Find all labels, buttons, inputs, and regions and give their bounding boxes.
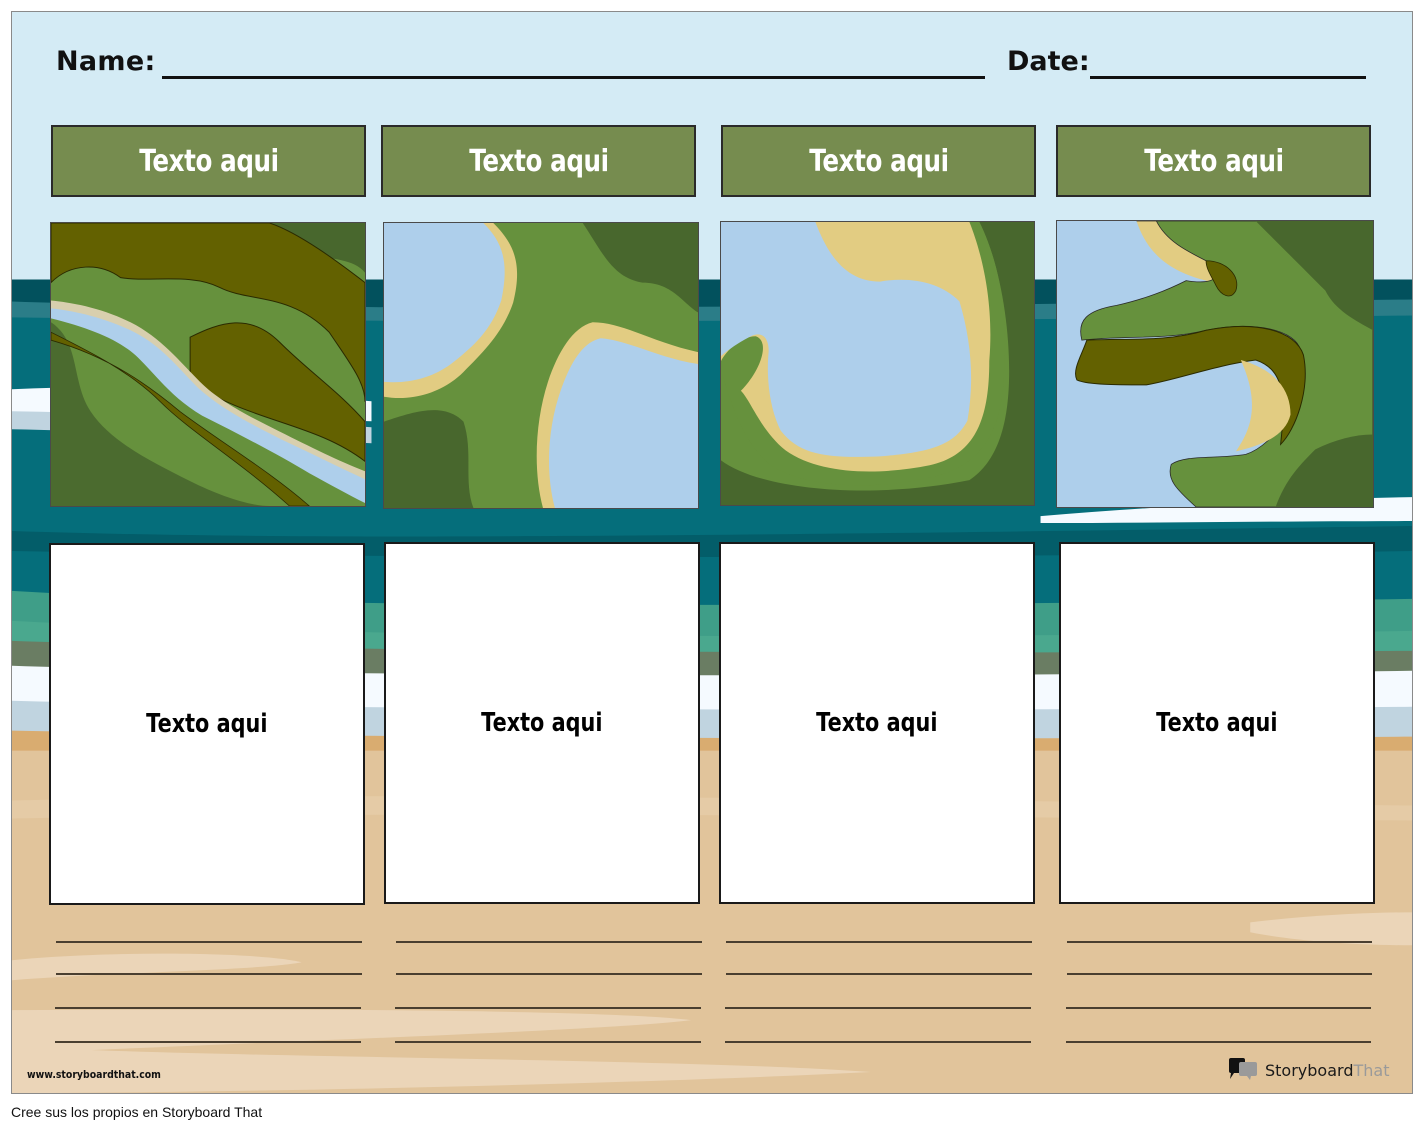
column-header-4[interactable]: Texto aqui <box>1056 125 1371 197</box>
date-label: Date: <box>1007 46 1090 77</box>
writing-line[interactable] <box>55 1041 361 1043</box>
column-header-2[interactable]: Texto aqui <box>381 125 696 197</box>
writing-line[interactable] <box>395 1007 701 1009</box>
writing-line[interactable] <box>56 973 362 975</box>
river-valley-image <box>50 222 366 507</box>
text-box-3[interactable]: Texto aqui <box>719 542 1035 904</box>
text-box-1[interactable]: Texto aqui <box>49 543 365 905</box>
column-header-1[interactable]: Texto aqui <box>51 125 366 197</box>
name-label: Name: <box>56 46 156 77</box>
writing-line[interactable] <box>396 973 702 975</box>
isthmus-image <box>383 222 699 509</box>
speech-bubbles-icon <box>1229 1058 1257 1080</box>
writing-line[interactable] <box>726 973 1032 975</box>
text-box-4[interactable]: Texto aqui <box>1059 542 1375 904</box>
storyboardthat-logo: StoryboardThat <box>1227 1057 1389 1083</box>
writing-line[interactable] <box>395 1041 701 1043</box>
writing-line[interactable] <box>1066 1007 1371 1009</box>
name-date-row: Name: Date: <box>56 46 1376 86</box>
brand-main: Storyboard <box>1265 1060 1354 1080</box>
brand-accent: That <box>1353 1060 1390 1080</box>
peninsula-image <box>1056 220 1374 508</box>
name-input-line[interactable] <box>162 76 985 79</box>
writing-line[interactable] <box>55 1007 361 1009</box>
worksheet: Name: Date: Texto aqui Texto aqui Texto … <box>11 11 1413 1094</box>
writing-line[interactable] <box>1067 973 1372 975</box>
bay-image <box>720 221 1035 506</box>
site-url: www.storyboardthat.com <box>27 1068 161 1081</box>
writing-line[interactable] <box>725 1007 1031 1009</box>
create-your-own-caption[interactable]: Cree sus los propios en Storyboard That <box>11 1104 263 1120</box>
writing-line[interactable] <box>396 941 702 943</box>
writing-line[interactable] <box>56 941 362 943</box>
writing-line[interactable] <box>1066 1041 1371 1043</box>
text-box-2[interactable]: Texto aqui <box>384 542 700 904</box>
column-header-3[interactable]: Texto aqui <box>721 125 1036 197</box>
writing-line[interactable] <box>725 1041 1031 1043</box>
writing-line[interactable] <box>1067 941 1372 943</box>
date-input-line[interactable] <box>1090 76 1366 79</box>
writing-line[interactable] <box>726 941 1032 943</box>
